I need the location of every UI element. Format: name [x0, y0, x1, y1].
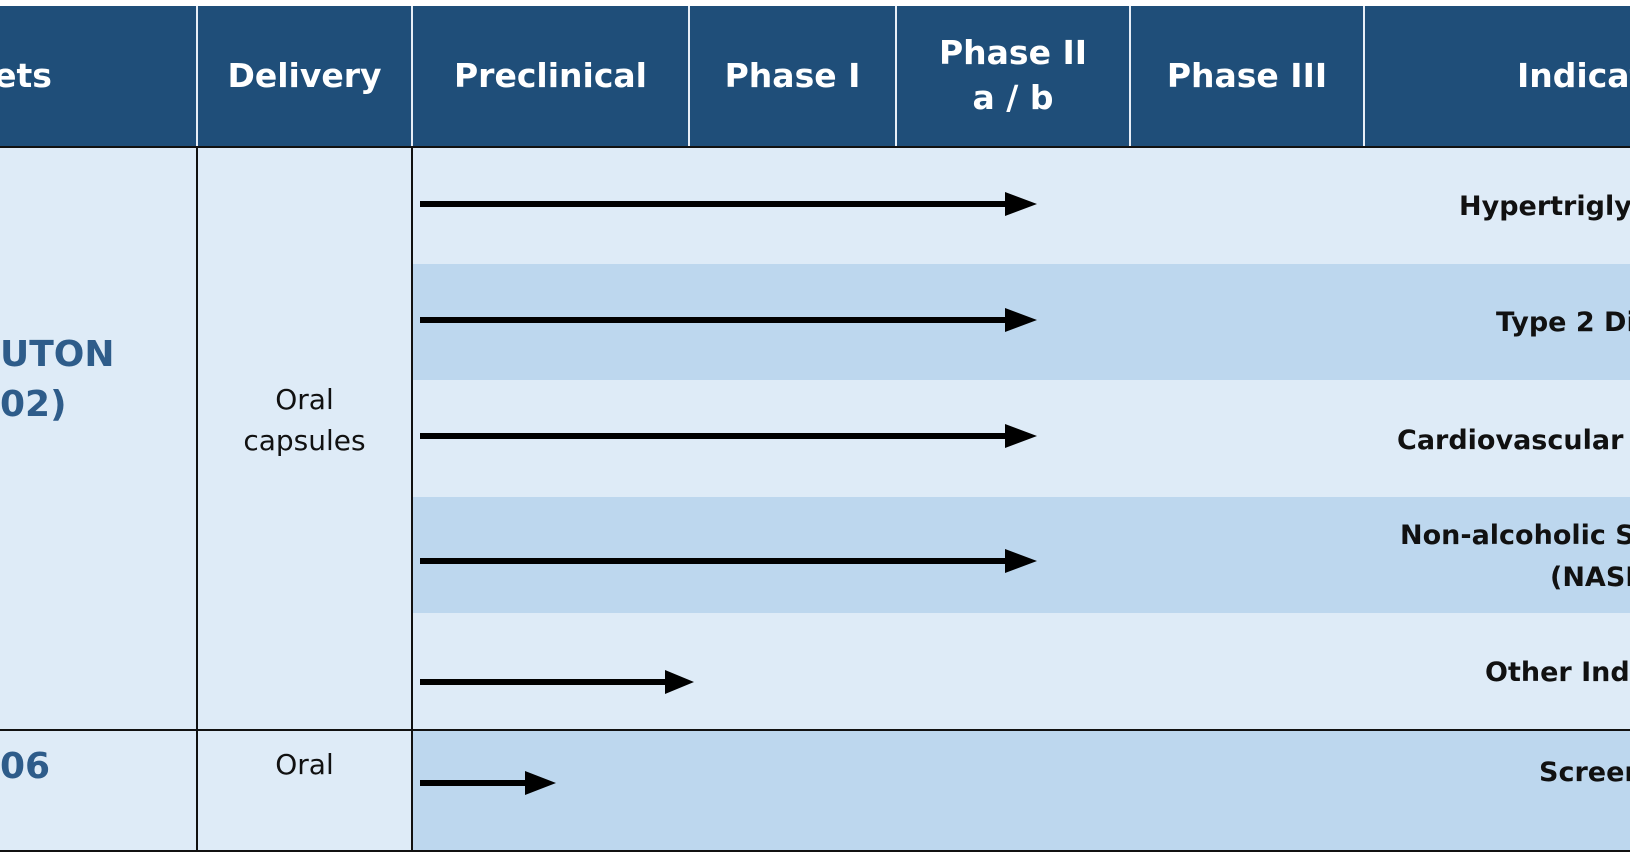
product-2-name: 06	[0, 742, 50, 792]
indication-1: Hypertriglyc	[1459, 186, 1630, 228]
header-preclinical-label: Preclinical	[454, 55, 647, 95]
header-divider	[411, 6, 413, 146]
delivery-1: Oral capsules	[198, 380, 411, 461]
header-divider	[196, 6, 198, 146]
indication-4-line-1: Non-alcoholic St	[1400, 520, 1630, 551]
indication-2-text: Type 2 Dia	[1496, 307, 1630, 338]
delivery-1-line-1: Oral	[275, 383, 334, 416]
header-divider	[688, 6, 690, 146]
grid-line	[411, 146, 413, 852]
header-phase-2-label: Phase II	[938, 33, 1088, 73]
delivery-2-line-1: Oral	[275, 748, 334, 781]
header-phase-2: Phase II a / b	[897, 6, 1129, 146]
indication-1-text: Hypertriglyc	[1459, 191, 1630, 222]
indication-4-line-2: (NASI	[1550, 561, 1630, 593]
product-1-line-2: 02)	[0, 384, 67, 426]
header-phase-3-label: Phase III	[1166, 55, 1328, 95]
header-products-label: ets	[0, 55, 52, 95]
header-phase-1-label: Phase I	[724, 55, 861, 95]
indication-2: Type 2 Dia	[1496, 302, 1630, 344]
stage-row-5	[413, 613, 1630, 729]
stage-row-6	[413, 731, 1630, 850]
header-divider	[1129, 6, 1131, 146]
indication-3: Cardiovascular R	[1397, 420, 1630, 462]
delivery-column-bg	[198, 148, 411, 850]
header-indication: Indicat	[1365, 6, 1630, 146]
indication-6: Screen	[1539, 752, 1630, 794]
products-column-bg	[0, 148, 196, 850]
indication-5: Other Indi	[1485, 652, 1630, 694]
header-indication-label: Indicat	[1517, 55, 1630, 95]
product-2-line-1: 06	[0, 746, 51, 787]
indication-5-text: Other Indi	[1485, 657, 1630, 688]
header-divider	[1363, 6, 1365, 146]
grid-line	[0, 729, 1630, 731]
stage-row-4	[413, 497, 1630, 613]
header-phase-1: Phase I	[690, 6, 895, 146]
header-preclinical: Preclinical	[413, 6, 688, 146]
indication-3-text: Cardiovascular R	[1397, 425, 1630, 456]
grid-line	[196, 146, 198, 852]
indication-4: Non-alcoholic St (NASI	[1400, 515, 1630, 599]
grid-line	[0, 850, 1630, 852]
header-phase-2-sub: a / b	[972, 78, 1054, 117]
delivery-2: Oral	[198, 745, 411, 786]
product-1-name: UTON 02)	[0, 330, 115, 431]
header-divider	[895, 6, 897, 146]
grid-line	[0, 146, 1630, 148]
delivery-1-line-2: capsules	[243, 423, 366, 457]
product-1-line-1: UTON	[0, 334, 115, 375]
header-phase-3: Phase III	[1131, 6, 1363, 146]
header-delivery-label: Delivery	[227, 55, 382, 95]
header-delivery: Delivery	[198, 6, 411, 146]
indication-6-text: Screen	[1539, 757, 1630, 788]
header-products: ets	[0, 6, 196, 146]
